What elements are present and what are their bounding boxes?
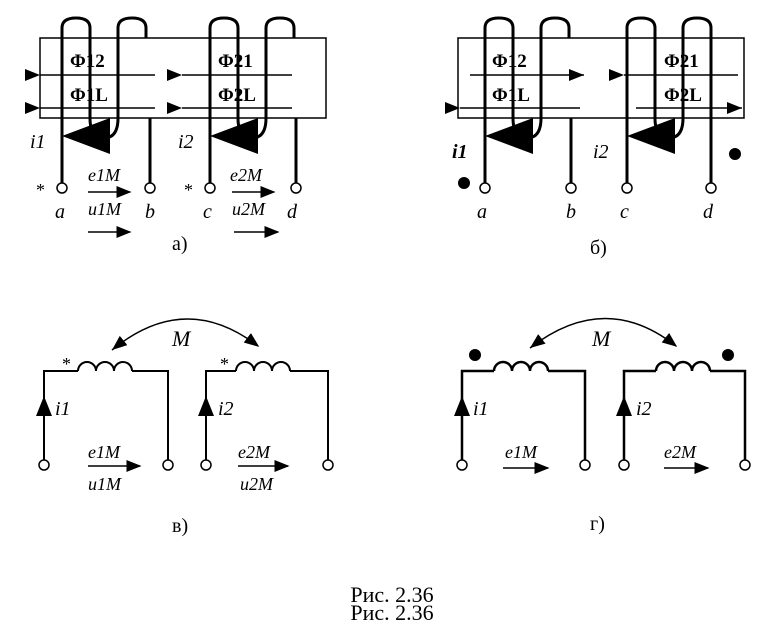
terminal-label-d-a: d [287,201,298,223]
terminal-b-a [144,182,156,194]
emf-2-label-a: e2M [230,165,263,185]
terminal-label-b-a: b [145,201,155,223]
polarity-dot-1-d [469,349,481,361]
terminal-4-c [322,459,334,471]
volt-2-label-a: u2M [232,199,266,219]
flux-21-label-a: Φ21 [218,51,253,72]
emf-1-label-d: e1M [505,442,538,462]
terminal-4-d [739,459,751,471]
mutual-label-c: M [171,326,192,351]
terminal-d-b [705,182,717,194]
emf-1-label-a: e1M [88,165,121,185]
emf-1-label-c: e1M [88,442,121,462]
flux-2l-label-b: Φ2L [664,85,702,106]
terminal-b-b [565,182,577,194]
flux-21-label-b: Φ21 [664,51,699,72]
flux-12-label-a: Φ12 [70,51,105,72]
polarity-mark-2-a: * [184,180,193,200]
terminal-label-b-b: b [566,201,576,223]
terminal-label-a-b: a [477,201,487,223]
terminal-c-a [204,182,216,194]
flux-1l-label-a: Φ1L [70,85,108,106]
inductor-1-d [460,360,587,460]
figure-caption: Рис. 2.36 [350,582,433,607]
volt-2-label-c: u2M [240,474,274,494]
volt-1-label-c: u1M [88,474,122,494]
polarity-dot-2-b [729,148,741,160]
inductor-1-c [43,361,169,460]
core-a [39,37,327,119]
figure-caption-ghost: Рис. 2.36 [350,600,433,625]
terminal-2-c [162,459,174,471]
core-b [457,37,745,119]
current-2-label-c: i2 [218,398,234,420]
mutual-label-d: M [591,326,612,351]
terminal-3-d [618,459,630,471]
current-2-label-a: i2 [178,131,194,153]
current-2-label-b: i2 [593,141,609,163]
polarity-mark-1-c: * [62,354,71,374]
flux-12-label-b: Φ12 [492,51,527,72]
polarity-mark-2-c: * [220,354,229,374]
terminal-d-a [290,182,302,194]
terminal-a-a [56,182,68,194]
inductor-2-c [205,361,329,460]
current-1-label-b: i1 [452,141,468,163]
panel-label-b: б) [590,237,607,259]
terminal-1-d [456,459,468,471]
flux-1l-label-b: Φ1L [492,85,530,106]
mutual-arc-d [529,317,678,349]
panel-b: Φ12 Φ1L Φ21 Φ2L i1 i2 a b c d б) [445,16,745,259]
flux-2l-label-a: Φ2L [218,85,256,106]
panel-label-d: г) [590,513,605,535]
emf-2-label-d: e2M [664,442,697,462]
panel-a: Φ12 Φ1L Φ21 Φ2L i1 i2 * * a b c d e1M u1… [25,16,327,255]
polarity-dot-2-d [722,349,734,361]
current-1-label-d: i1 [473,398,489,420]
polarity-dot-1-b [458,177,470,189]
terminal-label-c-b: c [620,201,629,223]
terminal-3-c [200,459,212,471]
panel-d: M i1 e1M i2 e2M г) [454,317,751,535]
terminal-a-b [479,182,491,194]
terminal-label-a-a: a [55,201,65,223]
panel-label-c: в) [172,515,188,537]
inductor-2-d [622,360,747,460]
mutual-arc-c [111,318,260,351]
emf-2-label-c: e2M [238,442,271,462]
panel-c: M * i1 e1M u1M * i2 e2M u2M в) [36,318,334,537]
polarity-mark-1-a: * [36,180,45,200]
volt-1-label-a: u1M [88,199,122,219]
terminal-c-b [621,182,633,194]
terminal-label-c-a: c [203,201,212,223]
terminal-label-d-b: d [703,201,714,223]
terminal-2-d [579,459,591,471]
current-2-label-d: i2 [636,398,652,420]
current-1-label-c: i1 [55,398,71,420]
current-1-label-a: i1 [30,131,46,153]
panel-label-a: а) [172,233,188,255]
terminal-1-c [38,459,50,471]
